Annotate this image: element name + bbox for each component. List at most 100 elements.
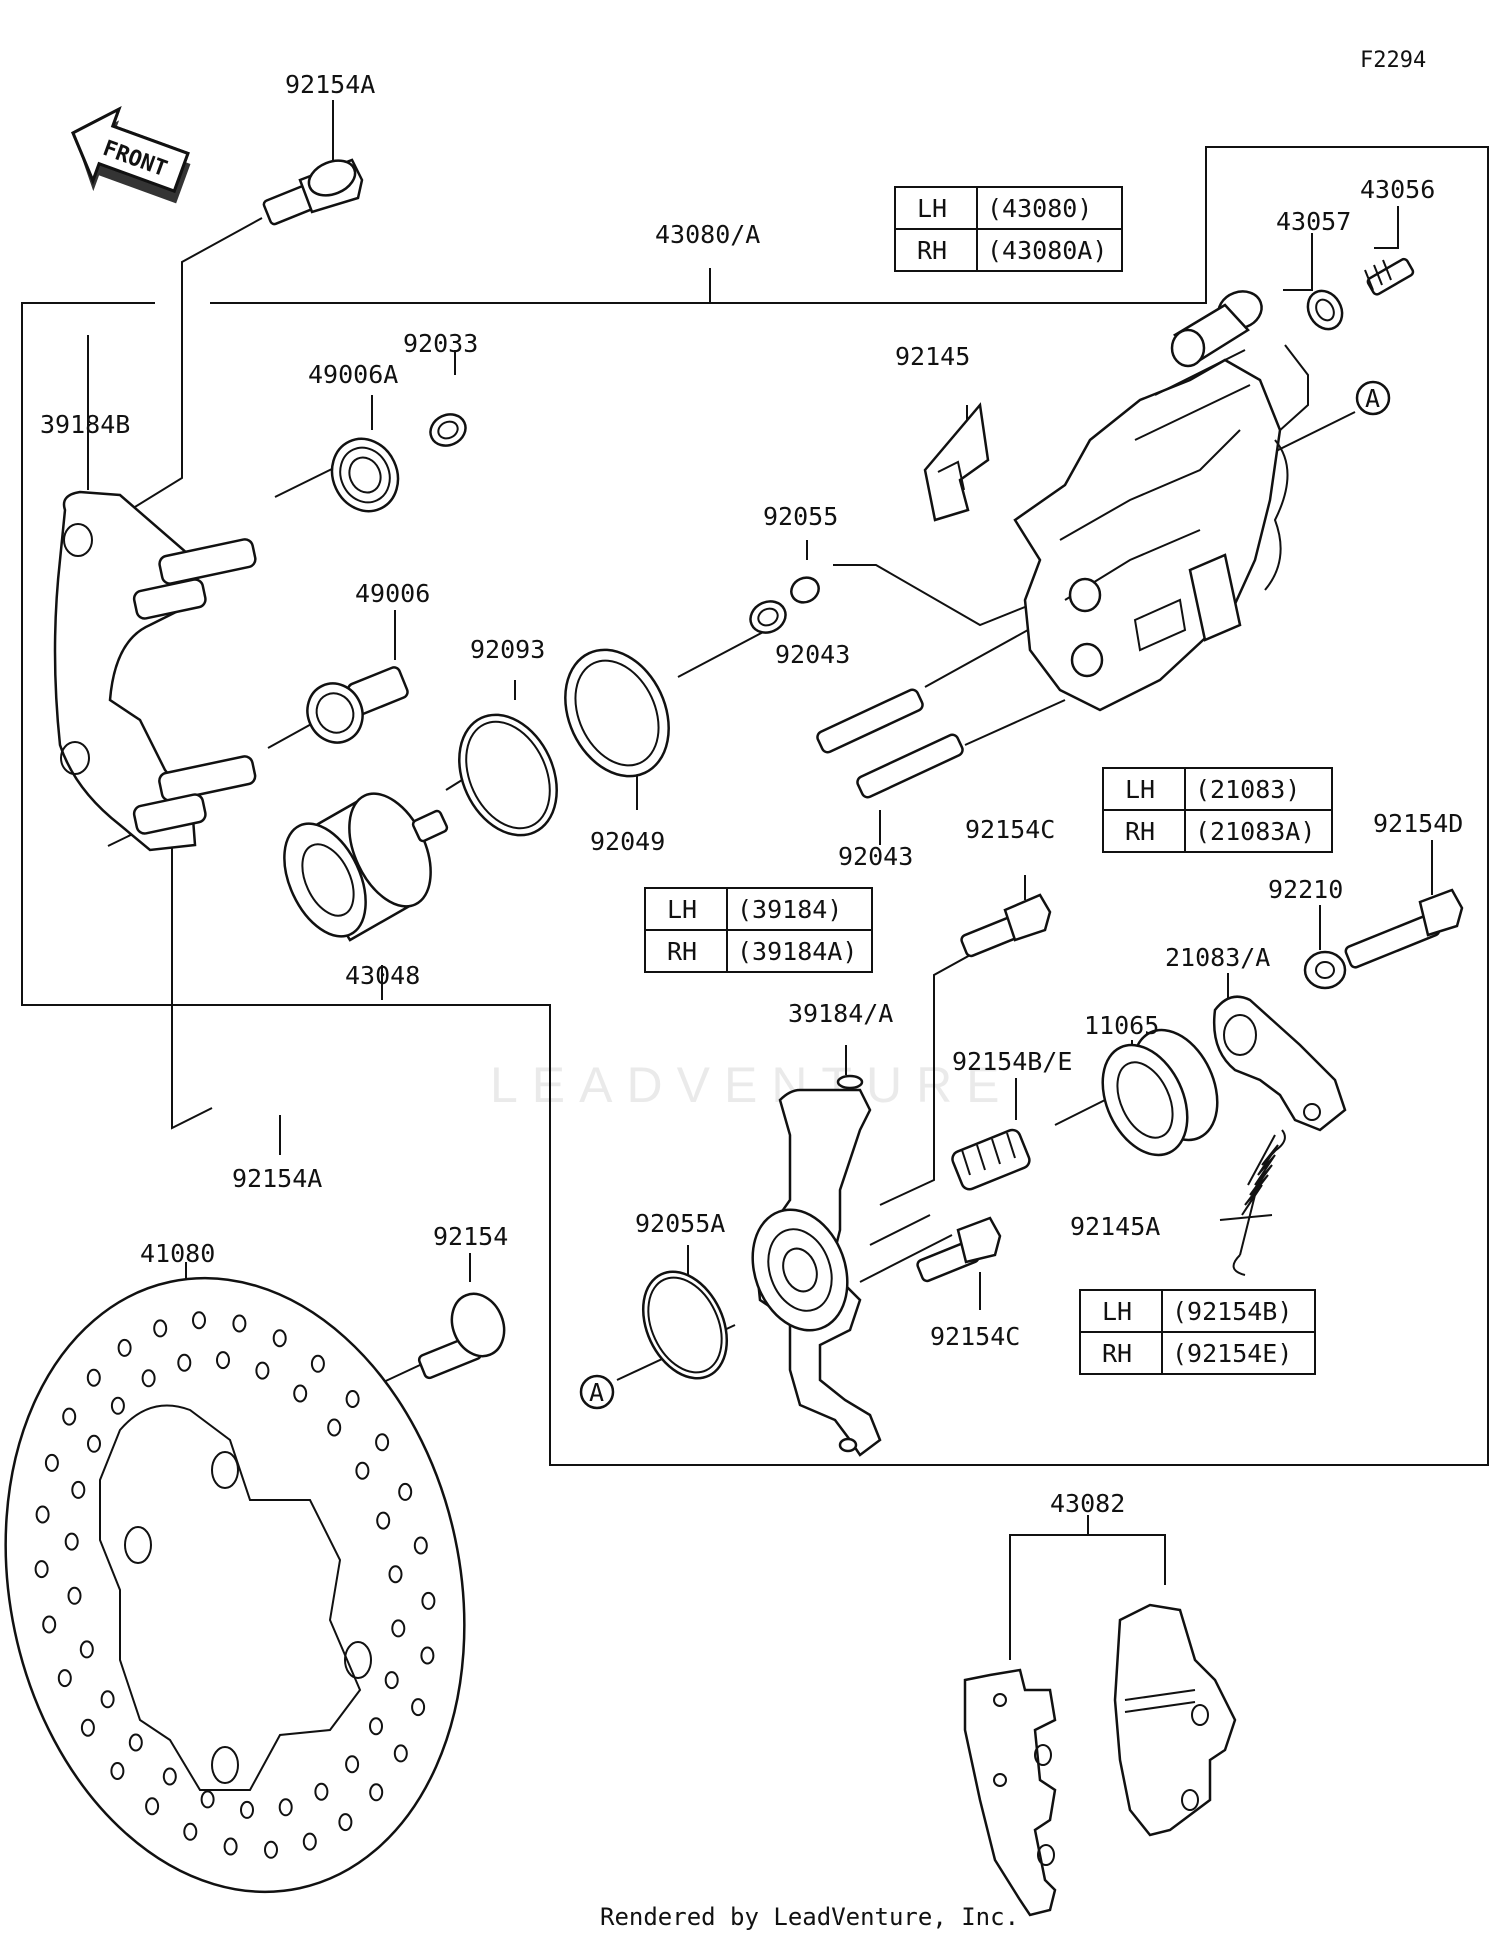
disc-hole (413, 1536, 428, 1555)
disc-hole (375, 1433, 390, 1452)
disc-hole (223, 1837, 238, 1856)
disc-hole (398, 1482, 413, 1501)
disc-hole (216, 1351, 230, 1370)
boot-pin-49006 (306, 666, 409, 744)
disc-hole (310, 1354, 325, 1373)
disc-hole (35, 1505, 50, 1524)
disc-hole (110, 1762, 125, 1780)
disc-hole (110, 1396, 125, 1415)
table-side-cell: LH (667, 895, 697, 924)
label-92154a-top: 92154A (285, 70, 375, 99)
disc-hole (87, 1434, 101, 1453)
label-43082: 43082 (1050, 1489, 1125, 1518)
disc-hole (62, 1407, 77, 1426)
disc-hole (314, 1782, 329, 1801)
table-side-cell: RH (917, 236, 947, 265)
disc-hole (369, 1717, 383, 1736)
bolt-92154 (417, 1292, 506, 1380)
bolt-92154c-top (960, 893, 1052, 958)
label-92154: 92154 (433, 1222, 508, 1251)
disc-hole (421, 1591, 436, 1610)
disc-hole (388, 1565, 403, 1584)
disc-hole (264, 1840, 278, 1859)
bracket-39184b (53, 490, 257, 852)
disc-hole (80, 1718, 95, 1737)
label-11065: 11065 (1084, 1011, 1159, 1040)
table-side-cell: RH (1102, 1339, 1132, 1368)
label-49006: 49006 (355, 579, 430, 608)
label-92210: 92210 (1268, 875, 1343, 904)
disc-hole (64, 1532, 79, 1551)
label-49006a: 49006A (308, 360, 398, 389)
ring-92033 (429, 413, 467, 447)
watermark: LEADVENTURE (490, 1057, 1014, 1113)
table-side-cell: RH (667, 937, 697, 966)
cap-43057 (1306, 289, 1344, 331)
label-92154d: 92154D (1373, 809, 1463, 838)
disc-hole (232, 1314, 247, 1333)
boot-49006a (330, 437, 400, 513)
front-arrow-icon: FRONT (71, 106, 191, 204)
oring-92055a (641, 1270, 729, 1380)
bolt-92154c-bottom (916, 1216, 1002, 1283)
footer-credit: Rendered by LeadVenture, Inc. (600, 1903, 1019, 1931)
disc-hole (200, 1790, 215, 1809)
part-labels: 92154A 43080/A 43057 43056 92033 49006A … (40, 70, 1463, 1518)
disc-hole (384, 1671, 399, 1690)
callout-a-bottom: A (579, 1374, 615, 1410)
pins-92043 (816, 688, 964, 799)
svg-text:A: A (1365, 384, 1380, 413)
label-92093: 92093 (470, 635, 545, 664)
disc-hole (86, 1368, 101, 1387)
label-92043-a: 92043 (775, 640, 850, 669)
label-41080: 41080 (140, 1239, 215, 1268)
svg-text:A: A (589, 1378, 604, 1407)
disc-hole (162, 1767, 177, 1786)
seal-92049 (564, 648, 670, 778)
table-part-cell: (21083) (1195, 775, 1300, 804)
disc-hole (34, 1560, 49, 1579)
table-part-cell: (39184) (737, 895, 842, 924)
disc-hole (177, 1353, 192, 1372)
bolt-92154be (951, 1128, 1031, 1191)
cam-lever-21083a (1213, 995, 1347, 1132)
pad-spring-92145 (923, 402, 990, 522)
table-part-cell: (21083A) (1195, 817, 1315, 846)
bolt-92154a-top (262, 158, 364, 226)
disc-hole (79, 1640, 94, 1659)
disc-hole (376, 1511, 391, 1530)
label-92145a: 92145A (1070, 1212, 1160, 1241)
label-43048: 43048 (345, 961, 420, 990)
disc-hole (411, 1698, 426, 1717)
disc-hole (71, 1480, 86, 1499)
disc-hole (391, 1619, 406, 1638)
bolt-92154d (1344, 888, 1464, 969)
label-92154a-bottom: 92154A (232, 1164, 322, 1193)
brake-pads-43082 (963, 1603, 1237, 1917)
disc-hole (100, 1690, 115, 1709)
callout-a-top: A (1355, 380, 1391, 416)
oring-92093 (458, 713, 558, 837)
disc-hole (128, 1733, 143, 1752)
spring-92145a (1232, 1129, 1286, 1276)
disc-hole (355, 1461, 370, 1480)
table-part-cell: (43080) (987, 194, 1092, 223)
disc-hole (42, 1615, 57, 1634)
disc-hole (393, 1744, 408, 1763)
disc-hole (420, 1646, 435, 1665)
disc-hole (183, 1822, 198, 1841)
disc-hole (141, 1369, 156, 1388)
disc-hole (255, 1361, 270, 1380)
lh-rh-table: LH(92154B)RH(92154E) (1079, 1289, 1316, 1375)
label-92154c-bottom: 92154C (930, 1322, 1020, 1351)
label-39184a: 39184/A (788, 999, 893, 1028)
disc-hole (67, 1586, 82, 1605)
disc-hole (272, 1329, 287, 1348)
label-43056: 43056 (1360, 175, 1435, 204)
label-92049: 92049 (590, 827, 665, 856)
lh-rh-tables: LH(43080)RH(43080A)LH(21083)RH(21083A)LH… (644, 186, 1333, 1375)
nut-92210 (1303, 950, 1347, 990)
assembly-boundary (21, 146, 1489, 1466)
diagram-code: F2294 (1360, 48, 1426, 73)
